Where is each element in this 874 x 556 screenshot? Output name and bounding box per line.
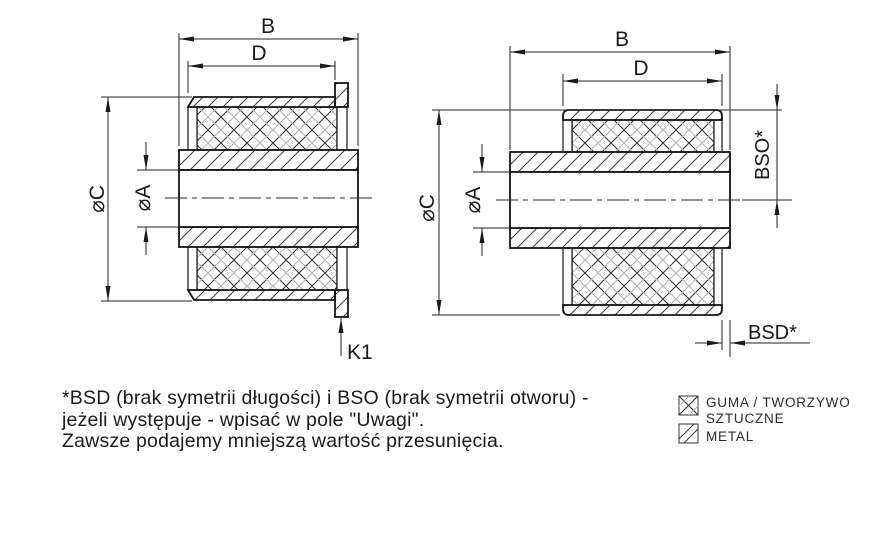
legend-label-metal: METAL — [706, 429, 754, 444]
right-dim-label-D: D — [633, 57, 648, 80]
legend-swatch-metal-diagonal — [678, 423, 699, 444]
left-dim-label-diameter-A: ⌀A — [132, 185, 155, 212]
left-outer-shell-bottom — [186, 289, 336, 301]
footnote-line-1: *BSD (brak symetrii długości) i BSO (bra… — [62, 387, 589, 409]
right-dimension-labels: B D ⌀C ⌀A BSO* BSD* — [416, 28, 797, 344]
right-outer-shell-bottom — [562, 304, 723, 316]
legend-swatch-rubber-crosshatch — [678, 395, 699, 416]
legend-label-rubber-line2: SZTUCZNE — [706, 411, 784, 426]
left-dimension-labels: B D ⌀C ⌀A K1 — [86, 15, 373, 364]
right-bushing-figure — [496, 109, 748, 316]
right-inner-sleeve-top — [509, 151, 731, 173]
left-dim-label-B: B — [261, 15, 275, 38]
right-dim-label-diameter-A: ⌀A — [462, 187, 485, 214]
left-rubber-top — [196, 106, 338, 151]
right-inner-sleeve-bottom — [509, 227, 731, 249]
left-outer-flange-top — [334, 82, 349, 108]
right-rubber-top — [571, 119, 715, 153]
right-dim-label-BSO: BSO* — [752, 130, 774, 180]
asymmetry-footnote: *BSD (brak symetrii długości) i BSO (bra… — [62, 387, 589, 453]
right-dimension-lines — [432, 46, 810, 357]
left-inner-sleeve-top — [178, 149, 359, 171]
left-dimension-lines — [101, 33, 359, 356]
left-outer-flange-bottom — [334, 289, 349, 318]
right-dim-label-B: B — [615, 28, 629, 51]
left-outer-shell-top — [186, 96, 336, 108]
right-rubber-bottom — [571, 247, 715, 306]
legend-label-rubber-line1: GUMA / TWORZYWO — [706, 395, 851, 410]
left-rubber-bottom — [196, 246, 338, 291]
left-dim-label-K1: K1 — [347, 341, 373, 364]
left-bushing-figure — [165, 82, 372, 318]
right-outer-shell-top — [562, 109, 723, 121]
right-dim-label-BSD: BSD* — [748, 322, 797, 344]
hatch-legend: GUMA / TWORZYWO SZTUCZNE METAL — [678, 395, 851, 444]
footnote-line-2: jeżeli występuje - wpisać w pole "Uwagi"… — [62, 408, 425, 431]
left-inner-sleeve-bottom — [178, 226, 359, 248]
footnote-line-3: Zawsze podajemy mniejszą wartość przesun… — [62, 430, 504, 453]
left-dim-label-D: D — [251, 42, 266, 65]
left-dim-label-diameter-C: ⌀C — [86, 185, 109, 213]
right-dim-label-diameter-C: ⌀C — [416, 194, 439, 222]
